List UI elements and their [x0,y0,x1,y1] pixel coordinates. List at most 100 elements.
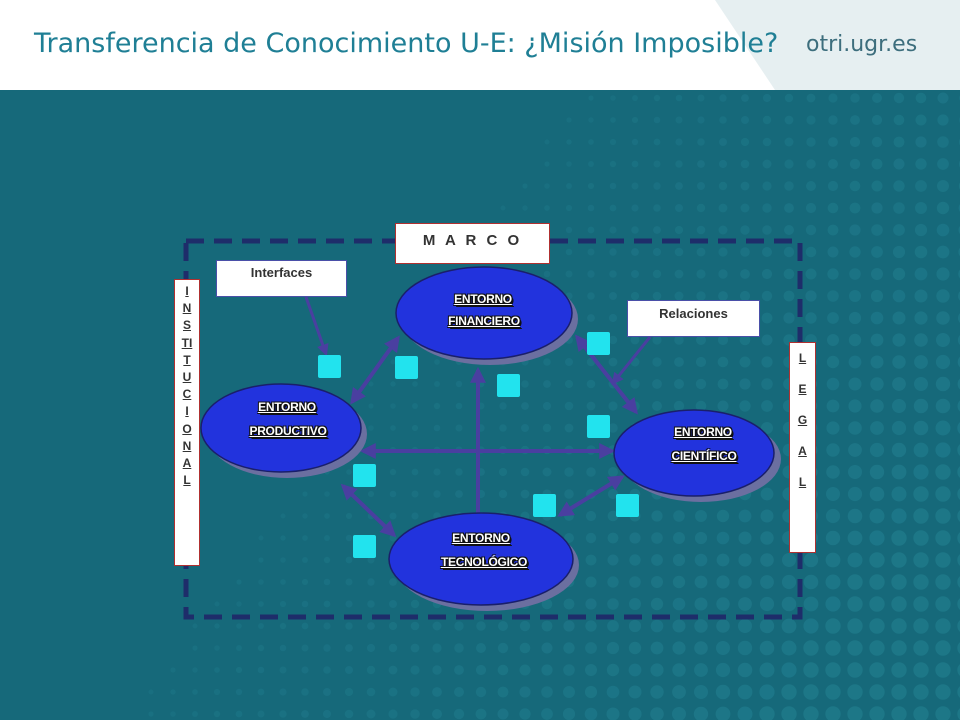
pattern-dot [892,267,906,281]
pattern-dot [367,578,375,586]
pattern-dot [892,355,906,369]
pattern-dot [696,291,706,301]
pattern-dot [497,708,509,720]
pattern-dot [781,706,797,720]
pattern-dot [390,403,396,409]
pattern-dot [914,333,928,347]
pattern-dot [937,158,949,170]
pattern-dot [827,180,839,192]
pattern-dot [806,159,816,169]
pattern-dot [826,421,840,435]
pattern-dot [870,333,884,347]
pattern-dot [585,642,597,654]
pattern-dot [609,204,617,212]
pattern-dot [762,203,772,213]
pattern-dot [694,685,708,699]
pattern-dot [760,553,774,567]
pattern-dot [913,552,929,568]
pattern-dot [913,398,929,414]
pattern-dot [697,94,705,102]
pattern-dot [957,378,960,390]
pattern-dot [543,380,551,388]
node-tecnologico-label: ENTORNO TECNOLÓGICO [440,531,528,569]
vertical-letter: T [183,352,191,367]
pattern-dot [696,203,706,213]
pattern-dot [499,402,507,410]
pattern-dot [695,510,707,522]
pattern-dot [914,355,928,369]
pattern-dot [869,662,885,678]
pattern-dot [847,684,863,700]
pattern-dot [541,620,553,632]
pattern-dot [805,224,817,236]
pattern-dot [738,553,752,567]
pattern-dot [411,468,419,476]
pattern-dot [279,622,287,630]
pattern-dot [609,292,617,300]
pattern-dot [302,513,308,519]
pattern-dot [301,644,309,652]
vertical-letter: S [182,318,191,333]
pattern-dot [453,708,465,720]
pattern-dot [454,621,464,631]
pattern-dot [825,662,841,678]
pattern-dot [672,707,686,720]
pattern-dot [935,530,951,546]
pattern-dot [847,574,863,590]
pattern-dot [544,161,550,167]
pattern-dot [410,643,420,653]
pattern-dot [257,666,265,674]
pattern-dot [935,486,951,502]
pattern-dot [891,464,907,480]
pattern-dot [323,600,331,608]
interface-squares [318,332,639,558]
pattern-dot [279,644,287,652]
pattern-dot [716,597,730,611]
pattern-dot [566,183,572,189]
pattern-dot [672,663,686,677]
pattern-dot [849,290,861,302]
pattern-dot [957,664,960,676]
pattern-dot [606,663,620,677]
pattern-dot [521,380,529,388]
vertical-letter: I [185,284,189,298]
pattern-dot [694,575,708,589]
pattern-dot [913,640,929,656]
pattern-dot [847,640,863,656]
pattern-dot [543,270,551,278]
pattern-dot [629,598,641,610]
pattern-dot [783,268,795,280]
pattern-dot [675,138,683,146]
pattern-dot [847,662,863,678]
pattern-dot [323,666,331,674]
pattern-dot [475,686,487,698]
pattern-dot [236,579,242,585]
pattern-dot [651,576,663,588]
arrow-tecnologico-cientifico [557,475,625,517]
pattern-dot [847,530,863,546]
pattern-dot [848,311,862,325]
pattern-dot [739,290,751,302]
pattern-dot [433,402,441,410]
pattern-dot [652,379,662,389]
pattern-dot [564,379,574,389]
pattern-dot [345,578,353,586]
pattern-dot [716,509,730,523]
pattern-dot [893,158,905,170]
node-tecnologico [388,512,579,611]
pattern-dot [280,535,286,541]
pattern-dot [893,92,905,104]
pattern-dot [869,574,885,590]
pattern-dot [781,684,797,700]
pattern-dot [170,711,176,717]
pattern-dot [608,467,618,477]
pattern-dot [434,381,440,387]
pattern-dot [740,269,750,279]
pattern-dot [761,312,773,324]
pattern-dot [497,664,509,676]
pattern-dot [170,689,176,695]
pattern-dot [499,424,507,432]
